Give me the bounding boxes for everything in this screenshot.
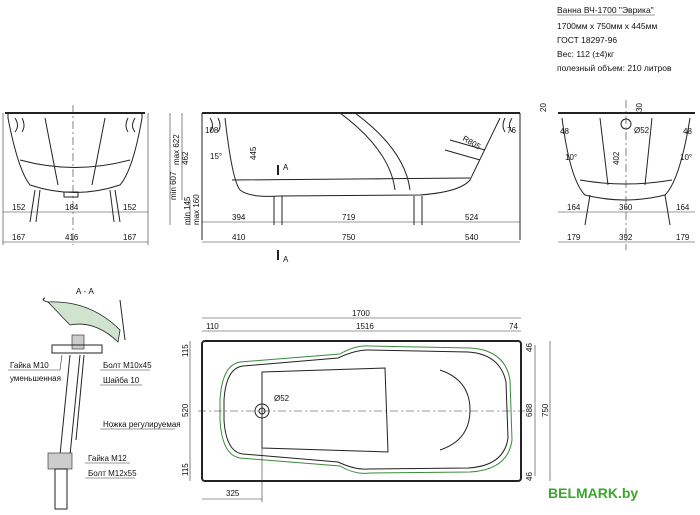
- brand-watermark: BELMARK.by: [548, 485, 638, 501]
- info-size: 1700мм х 750мм х 445мм: [557, 21, 657, 31]
- label-bolt-m10x45: Болт М10х45: [103, 361, 152, 370]
- label-48-right: 48: [683, 127, 692, 136]
- dim-side-719: 719: [342, 213, 356, 222]
- dim-top-688: 688: [525, 403, 534, 417]
- dim-top-520: 520: [181, 403, 190, 417]
- dim-right-179a: 179: [567, 233, 581, 242]
- dim-left-167a: 167: [12, 233, 26, 242]
- label-drain-52: Ø52: [634, 126, 650, 135]
- dim-side-540: 540: [465, 233, 479, 242]
- dim-side-410: 410: [232, 233, 246, 242]
- dim-right-360: 360: [619, 203, 633, 212]
- label-reduced: уменьшенная: [10, 374, 61, 383]
- label-30: 30: [635, 103, 644, 112]
- section-marker-bottom: A: [283, 255, 289, 264]
- label-48-left: 48: [560, 127, 569, 136]
- label-76: 76: [507, 126, 516, 135]
- dim-left-167b: 167: [123, 233, 137, 242]
- height-max160: max 160: [192, 194, 201, 225]
- dim-right-164a: 164: [567, 203, 581, 212]
- dim-left-416: 416: [65, 233, 79, 242]
- dim-top-115a: 115: [181, 344, 190, 357]
- info-title: Ванна ВЧ-1700 "Эврика": [557, 5, 654, 15]
- top-view: 1700 110 1516 74 115 520 115 46 688 46 7…: [181, 309, 551, 502]
- dim-right-179b: 179: [676, 233, 690, 242]
- label-r805: R805: [461, 134, 483, 152]
- dim-top-1700: 1700: [352, 309, 370, 318]
- dim-top-46b: 46: [525, 472, 534, 481]
- label-20: 20: [539, 103, 548, 112]
- label-adjustable-leg: Ножка регулируемая: [103, 420, 181, 429]
- info-block: Ванна ВЧ-1700 "Эврика" 1700мм х 750мм х …: [557, 5, 672, 73]
- label-10deg-left: 10°: [565, 153, 577, 162]
- section-a-a: А - А Гайка М10 уменьшенная Болт М10х45 …: [8, 287, 181, 510]
- info-volume: полезный объем: 210 литров: [557, 63, 672, 73]
- dim-top-325: 325: [226, 489, 240, 498]
- dim-left-184: 184: [65, 203, 79, 212]
- dim-side-524: 524: [465, 213, 479, 222]
- dim-top-74: 74: [509, 322, 518, 331]
- label-108: 108: [205, 126, 219, 135]
- height-max622: max 622: [172, 134, 181, 165]
- end-view-left: 152 184 152 167 416 167: [2, 105, 149, 245]
- dim-top-1516: 1516: [356, 322, 374, 331]
- dim-side-750: 750: [342, 233, 356, 242]
- label-10deg-right: 10°: [680, 153, 692, 162]
- height-min607: min 607: [169, 171, 178, 200]
- info-gost: ГОСТ 18297-96: [557, 35, 617, 45]
- dim-top-750: 750: [541, 403, 550, 417]
- dim-left-152a: 152: [12, 203, 26, 212]
- height-min145: min 145: [183, 196, 192, 225]
- dim-top-110: 110: [206, 322, 219, 331]
- info-weight: Вес: 112 (±4)кг: [557, 49, 614, 59]
- dim-side-394: 394: [232, 213, 246, 222]
- side-view: min 607 max 622 462 min 145 max 160 108 …: [169, 112, 521, 264]
- dim-right-164b: 164: [676, 203, 690, 212]
- dim-top-115b: 115: [181, 463, 190, 476]
- label-445: 445: [249, 146, 258, 160]
- label-nut-m10: Гайка М10: [10, 361, 49, 370]
- dim-left-152b: 152: [123, 203, 137, 212]
- section-title: А - А: [76, 287, 94, 296]
- section-marker-top: A: [283, 163, 289, 172]
- label-nut-m12: Гайка М12: [88, 454, 127, 463]
- height-462: 462: [181, 151, 190, 165]
- dim-right-392: 392: [619, 233, 633, 242]
- label-402: 402: [612, 151, 621, 165]
- dim-top-drain: Ø52: [274, 394, 290, 403]
- end-view-right: 20 30 48 48 Ø52 402 10° 10° 164 360 164 …: [539, 100, 695, 250]
- dim-top-46a: 46: [525, 343, 534, 352]
- label-bolt-m12x55: Болт М12х55: [88, 469, 137, 478]
- label-washer-10: Шайба 10: [103, 376, 140, 385]
- label-15deg: 15°: [210, 152, 222, 161]
